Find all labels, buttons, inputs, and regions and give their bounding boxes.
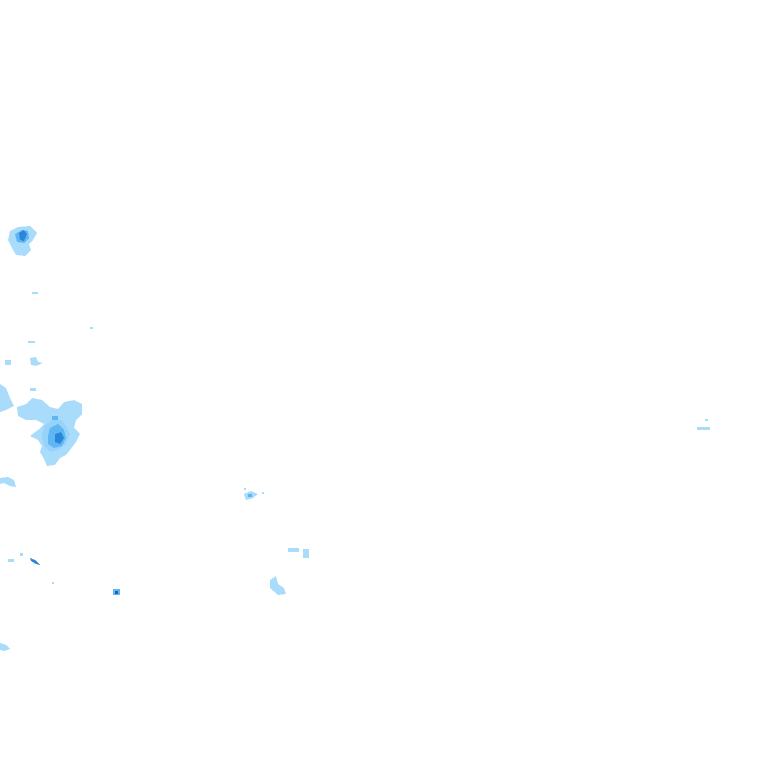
precip-specks-west (5, 292, 93, 391)
precip-specks-east (697, 419, 710, 430)
precip-cell-west-central (0, 384, 82, 466)
precip-specks-central (244, 488, 309, 595)
precip-cell-northwest (8, 226, 37, 256)
precip-specks-southwest (0, 477, 54, 651)
precip-cell-small-intense (113, 589, 120, 595)
